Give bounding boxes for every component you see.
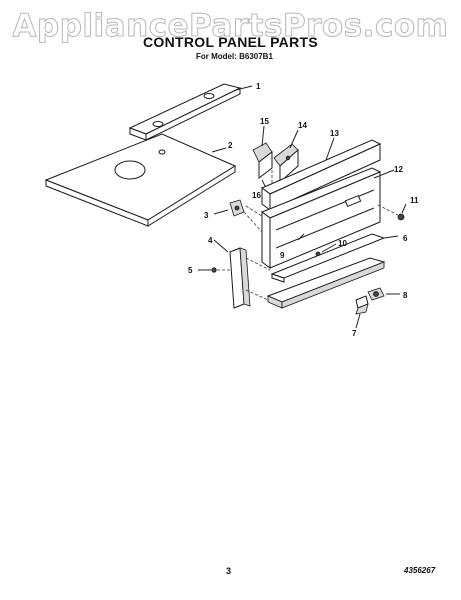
callout-6: 6 xyxy=(403,234,408,243)
part-2-control-panel[interactable] xyxy=(44,133,237,227)
callout-2: 2 xyxy=(228,141,233,150)
callout-9: 9 xyxy=(280,251,285,260)
part-1-trim-strip[interactable] xyxy=(128,83,253,141)
callout-8: 8 xyxy=(403,291,408,300)
part-6-bottom-strip[interactable] xyxy=(266,257,386,309)
part-14-bracket[interactable] xyxy=(273,129,299,184)
callout-13: 13 xyxy=(330,129,339,138)
watermark-logo: AppliancePartsPros.com xyxy=(12,8,449,45)
part-5-screw[interactable] xyxy=(198,267,232,273)
callout-15: 15 xyxy=(260,117,269,126)
document-number: 4356267 xyxy=(404,566,436,575)
callout-12: 12 xyxy=(394,165,403,174)
part-15-switch[interactable] xyxy=(252,125,273,180)
callout-4: 4 xyxy=(208,236,213,245)
callout-10: 10 xyxy=(338,239,347,248)
callout-11: 11 xyxy=(410,196,419,205)
part-9-lower-trim[interactable] xyxy=(270,233,399,283)
callout-3: 3 xyxy=(204,211,209,220)
callout-7: 7 xyxy=(352,329,357,338)
callout-5: 5 xyxy=(188,266,193,275)
page-number: 3 xyxy=(226,566,232,576)
part-11-screw[interactable] xyxy=(377,203,407,221)
callout-14: 14 xyxy=(298,121,307,130)
part-12-console[interactable] xyxy=(260,167,395,269)
model-subtitle: For Model: B6307B1 xyxy=(196,52,273,61)
part-8-knob-cap[interactable] xyxy=(367,287,400,301)
callout-16: 16 xyxy=(252,191,261,200)
callout-1: 1 xyxy=(256,82,261,91)
part-7-knob[interactable] xyxy=(355,295,369,329)
part-13-channel[interactable] xyxy=(261,137,382,211)
part-4-end-bracket[interactable] xyxy=(213,239,271,309)
part-3-clip[interactable] xyxy=(213,199,263,233)
diagram-title: CONTROL PANEL PARTS xyxy=(142,34,318,50)
